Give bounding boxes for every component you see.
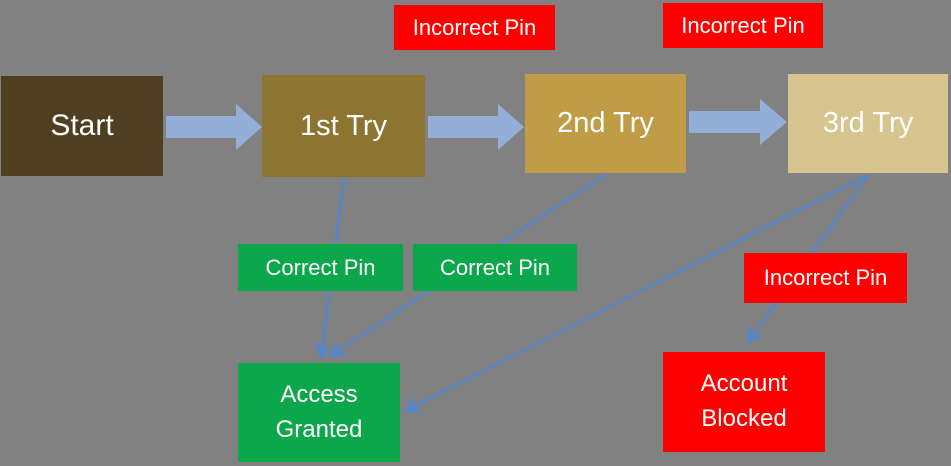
edge-label-correct-pin-1-text: Correct Pin — [265, 254, 376, 280]
edge-label-incorrect-pin-2-text: Incorrect Pin — [681, 12, 805, 38]
edge-label-incorrect-pin-1: Incorrect Pin — [394, 5, 555, 50]
block-arrow-try2-to-try3 — [689, 99, 787, 145]
edge-label-incorrect-pin-2: Incorrect Pin — [663, 3, 823, 48]
node-access-granted: Access Granted — [238, 363, 400, 462]
node-access-granted-label: Access Granted — [275, 380, 363, 443]
edge-label-incorrect-pin-3-text: Incorrect Pin — [763, 265, 888, 290]
node-start: Start — [1, 76, 163, 176]
edge-label-correct-pin-2-text: Correct Pin — [439, 254, 551, 280]
node-start-label: Start — [50, 109, 114, 142]
node-third-try-label: 3rd Try — [822, 107, 914, 139]
node-account-blocked: Account Blocked — [663, 352, 825, 452]
edge-label-correct-pin-1: Correct Pin — [238, 244, 403, 291]
edge-label-incorrect-pin-1-text: Incorrect Pin — [412, 14, 537, 40]
edge-label-incorrect-pin-3: Incorrect Pin — [744, 253, 907, 303]
block-arrow-try1-to-try2 — [428, 104, 524, 150]
block-arrow-start-to-try1 — [166, 104, 262, 150]
node-second-try: 2nd Try — [525, 74, 686, 173]
node-first-try-label: 1st Try — [299, 109, 387, 142]
connector-try3-to-access — [402, 173, 869, 413]
node-first-try: 1st Try — [262, 75, 425, 177]
node-account-blocked-label: Account Blocked — [700, 370, 788, 432]
edge-label-correct-pin-2: Correct Pin — [413, 244, 577, 291]
node-second-try-label: 2nd Try — [557, 107, 654, 139]
node-third-try: 3rd Try — [788, 74, 948, 173]
